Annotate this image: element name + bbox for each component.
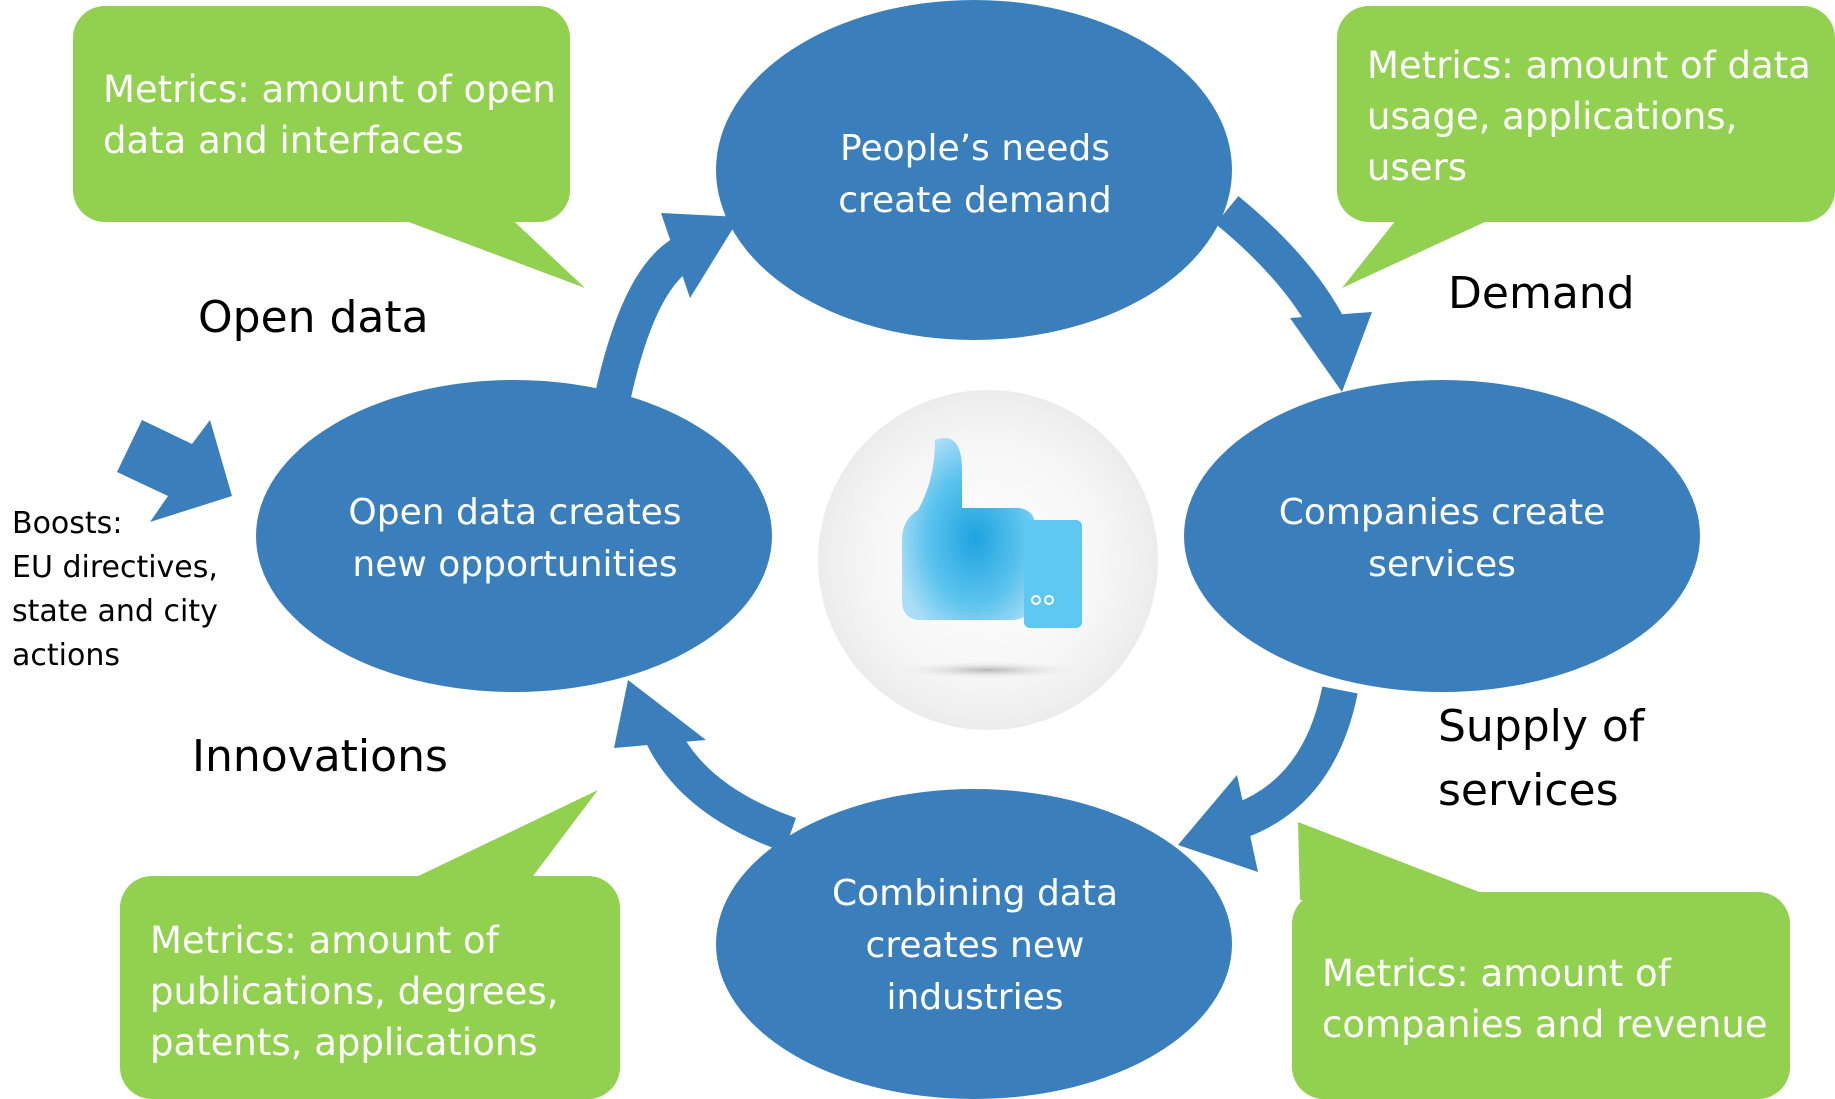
thumbs-up-icon (818, 390, 1158, 730)
callout-bottom-right-line-1: Metrics: amount of (1322, 952, 1671, 995)
cycle-arrow-right-to-bottom (1178, 686, 1358, 872)
callout-top-right-line-3: users (1367, 146, 1467, 189)
boosts-arrow (117, 420, 232, 522)
callout-top-left-shape (73, 6, 585, 288)
node-bottom-line-1: Combining data (831, 873, 1119, 914)
boosts-line-3: state and city (12, 594, 218, 629)
phase-open-data: Open data (198, 286, 429, 350)
boosts-label: Boosts: EU directives, state and city ac… (12, 502, 218, 678)
phase-demand-line-1: Demand (1448, 268, 1635, 319)
callout-bottom-left-line-1: Metrics: amount of (150, 919, 499, 962)
node-bottom-line-2: creates new (865, 925, 1085, 966)
callout-bottom-left-shape (120, 790, 620, 1099)
node-left-line-1: Open data creates (348, 492, 682, 533)
callout-top-right-line-2: usage, applications, (1367, 95, 1738, 138)
boosts-line-1: Boosts: (12, 506, 123, 541)
boosts-line-2: EU directives, (12, 550, 218, 585)
callout-bottom-left-line-2: publications, degrees, (150, 970, 559, 1013)
node-top-line-2: create demand (838, 180, 1112, 221)
node-left-ellipse (256, 380, 772, 692)
callout-bottom-left: Metrics: amount of publications, degrees… (150, 915, 610, 1068)
phase-supply-line-1: Supply of (1438, 701, 1645, 752)
callout-top-right-line-1: Metrics: amount of data (1367, 44, 1811, 87)
node-right-label: Companies create services (1227, 486, 1657, 592)
cycle-arrow-top-to-right (1215, 196, 1372, 392)
callout-bottom-right: Metrics: amount of companies and revenue (1322, 948, 1782, 1050)
phase-innovations: Innovations (192, 725, 448, 789)
callout-bottom-right-line-2: companies and revenue (1322, 1003, 1768, 1046)
phase-supply-line-2: services (1438, 765, 1619, 816)
callout-top-left-line-1: Metrics: amount of open (103, 68, 556, 111)
node-top-line-1: People’s needs (840, 128, 1110, 169)
callout-top-right-shape (1337, 6, 1835, 288)
callout-top-left-line-2: data and interfaces (103, 119, 464, 162)
node-right-line-1: Companies create (1278, 492, 1606, 533)
node-right-ellipse (1184, 380, 1700, 692)
node-right-line-2: services (1368, 544, 1516, 585)
callout-top-right: Metrics: amount of data usage, applicati… (1367, 40, 1827, 193)
callout-bottom-right-shape (1292, 822, 1790, 1099)
callout-top-left: Metrics: amount of open data and interfa… (103, 64, 563, 166)
phase-open-data-line-1: Open data (198, 292, 429, 343)
callout-bottom-left-line-3: patents, applications (150, 1021, 538, 1064)
node-top-label: People’s needs create demand (760, 100, 1190, 250)
cycle-arrow-left-to-top (594, 213, 740, 404)
boosts-line-4: actions (12, 638, 120, 673)
node-top-ellipse (716, 0, 1232, 340)
node-bottom-line-3: industries (886, 977, 1064, 1018)
phase-supply-of-services: Supply of services (1438, 695, 1644, 823)
node-bottom-label: Combining data creates new industries (760, 866, 1190, 1026)
cycle-arrow-bottom-to-left (614, 680, 797, 852)
node-left-line-2: new opportunities (352, 544, 678, 585)
node-bottom-ellipse (716, 789, 1232, 1099)
node-left-label: Open data creates new opportunities (300, 486, 730, 592)
phase-innovations-line-1: Innovations (192, 731, 448, 782)
phase-demand: Demand (1448, 262, 1635, 326)
